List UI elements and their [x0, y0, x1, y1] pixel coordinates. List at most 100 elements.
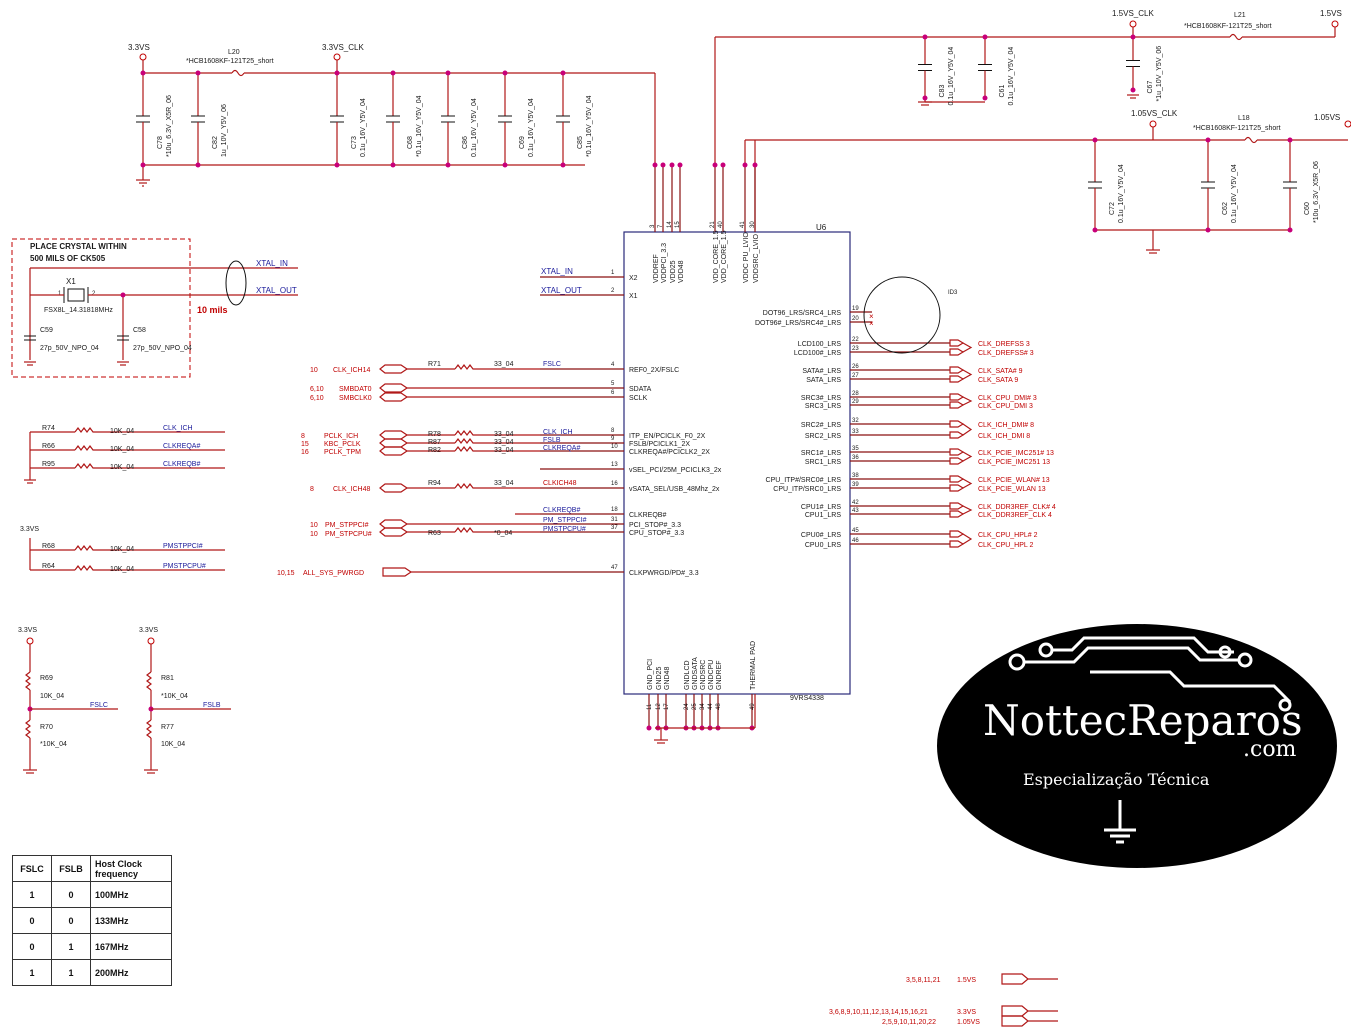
clk-ich14-page: 10 — [310, 367, 318, 374]
right-pin-23-name: LCD100#_LRS — [794, 350, 841, 357]
right-pin-27-number: 27 — [852, 373, 859, 379]
pclk_tpm-net: CLKREQA# — [543, 445, 580, 452]
smbclk-name: SMBCLK0 — [339, 395, 372, 402]
right-pin-43-number: 43 — [852, 508, 859, 514]
crystal-pin2: 2 — [92, 291, 96, 297]
bottom-pin-12-number: 12 — [656, 703, 662, 710]
right-pin-46-number: 46 — [852, 538, 859, 544]
port-3v3-net: 3.3VS — [957, 1009, 976, 1016]
port-clk-ich14 — [379, 364, 409, 374]
divider-fslc-rail-port — [26, 637, 34, 645]
bottom-pin-11-name: GND_PCI — [647, 659, 654, 690]
clk-ich48-name: CLK_ICH48 — [333, 486, 370, 493]
right-net-port-15 — [949, 540, 965, 548]
c58-ref: C58 — [133, 327, 146, 334]
right-pin-28-name: SRC3#_LRS — [801, 395, 841, 402]
pm-stppci-page: 10 — [310, 522, 318, 529]
r66-ref: R66 — [42, 443, 55, 450]
top-pin-40-name: VDD_CORE_1.5 — [721, 230, 728, 283]
left-pin-2-number: 2 — [611, 288, 615, 294]
fs-strap-dividers: 3.3VSR6910K_04R70*10K_04FSLC3.3VSR81*10K… — [18, 627, 231, 774]
r64-symbol — [74, 565, 96, 571]
cap-c68-value: *0.1u_16V_Y5V_04 — [416, 95, 423, 157]
table-header-freq: Host Clock frequency — [90, 855, 172, 882]
right-pin-19-name: DOT96_LRS/SRC4_LRS — [763, 310, 842, 317]
pclk_ich-res-ref: R78 — [428, 431, 441, 438]
divider-fslc-r2-symbol — [25, 719, 31, 739]
all-sys-name: ALL_SYS_PWRGD — [303, 570, 364, 577]
r68-ref: R68 — [42, 543, 55, 550]
right-pin-38-number: 38 — [852, 473, 859, 479]
r94-value: 33_04 — [494, 480, 514, 487]
right-net-port-8 — [949, 448, 965, 456]
ic-ref: U6 — [816, 223, 827, 232]
right-net-label-12: CLK_DDR3REF_CLK# 4 — [978, 504, 1056, 511]
left-pin-37-name: CPU_STOP#_3.3 — [629, 530, 684, 537]
kbc_pclk-res-value: 33_04 — [494, 439, 514, 446]
pm-stpcpu-name: PM_STPCPU# — [325, 531, 372, 538]
cap-c85-node-bottom — [560, 162, 566, 168]
right-pin-39-name: CPU_ITP/SRC0_LRS — [773, 486, 841, 493]
right-net-port-3 — [949, 375, 965, 383]
top-pin-41-number: 41 — [740, 221, 746, 228]
top-pin-15-node — [677, 162, 683, 168]
cap-c61-value: 0.1u_16V_Y5V_04 — [1008, 47, 1015, 106]
right-pin-23-number: 23 — [852, 346, 859, 352]
cap-c78-value: *10u_6.3V_X5R_06 — [166, 95, 173, 157]
pclk_tpm-res-ref: R82 — [428, 447, 441, 454]
crystal-pin1: 1 — [58, 291, 62, 297]
port-smbclk — [379, 392, 409, 402]
right-net-bracket-6 — [962, 505, 973, 515]
bottom-pin-44-number: 44 — [708, 703, 714, 710]
right-net-port-1 — [949, 348, 965, 356]
cap-c69-node-bottom — [502, 162, 508, 168]
bottom-pin-12-name: GND25 — [656, 667, 663, 690]
pclk_ich-name: PCLK_ICH — [324, 433, 358, 440]
port-1v5-pages: 3,5,8,11,21 — [906, 977, 941, 984]
r63-symbol — [454, 527, 476, 533]
right-net-label-11: CLK_PCIE_WLAN 13 — [978, 486, 1046, 493]
crystal-note-2: 500 MILS OF CK505 — [30, 254, 106, 263]
cap-c61-node-top — [982, 34, 988, 40]
right-net-bracket-4 — [962, 451, 973, 462]
table-cell: 100MHz — [90, 881, 172, 908]
right-net-label-2: CLK_SATA# 9 — [978, 368, 1023, 375]
table-cell: 0 — [12, 907, 52, 934]
table-cell: 167MHz — [90, 933, 172, 960]
right-net-label-13: CLK_DDR3REF_CLK 4 — [978, 512, 1052, 519]
cap-c78-node-top — [140, 70, 146, 76]
right-pin-33-number: 33 — [852, 429, 859, 435]
port-clk-ich48 — [379, 483, 409, 493]
cap-c68-ref: C68 — [407, 136, 414, 149]
table-cell: 0 — [51, 907, 91, 934]
port-3v3-pages: 3,6,8,9,10,11,12,13,14,15,16,21 — [829, 1009, 928, 1016]
left-pin-31-number: 31 — [611, 517, 618, 523]
right-pin-32-name: SRC2#_LRS — [801, 422, 841, 429]
pclk_ich-resistor — [454, 430, 476, 436]
cap-c69-ref: C69 — [519, 136, 526, 149]
left-pin-1-number: 1 — [611, 270, 615, 276]
right-net-label-8: CLK_PCIE_IMC251# 13 — [978, 450, 1054, 457]
table-header-fslc: FSLC — [12, 855, 52, 882]
left-pin-5-number: 5 — [611, 381, 615, 387]
cap-c67-node-bottom — [1130, 87, 1136, 93]
table-row: 1 1 200MHz — [12, 959, 172, 986]
right-pin-20-name: DOT96#_LRS/SRC4#_LRS — [755, 320, 841, 327]
left-pin-8-number: 8 — [611, 428, 615, 434]
top-pin-21-number: 21 — [710, 221, 716, 228]
r66-value: 10K_04 — [110, 446, 134, 453]
smbclk-page: 6,10 — [310, 395, 324, 402]
r63-value: *0_04 — [494, 530, 512, 537]
cap-c69-value: 0.1u_16V_Y5V_04 — [528, 98, 535, 157]
cap-c68-node-top — [390, 70, 396, 76]
top-pin-3-name: VDDREF — [653, 254, 660, 283]
right-net-port-0 — [949, 339, 965, 347]
cap-c67-value: *1u_10V_Y5V_06 — [1156, 46, 1163, 102]
right-pin-43-name: CPU1_LRS — [805, 512, 842, 519]
ic-bottom-ground — [654, 694, 756, 744]
divider-fslb-r1-ref: R81 — [161, 675, 174, 682]
right-net-label-0: CLK_DREFSS 3 — [978, 341, 1030, 348]
bottom-pin-44-name: GNDCPU — [708, 660, 715, 690]
